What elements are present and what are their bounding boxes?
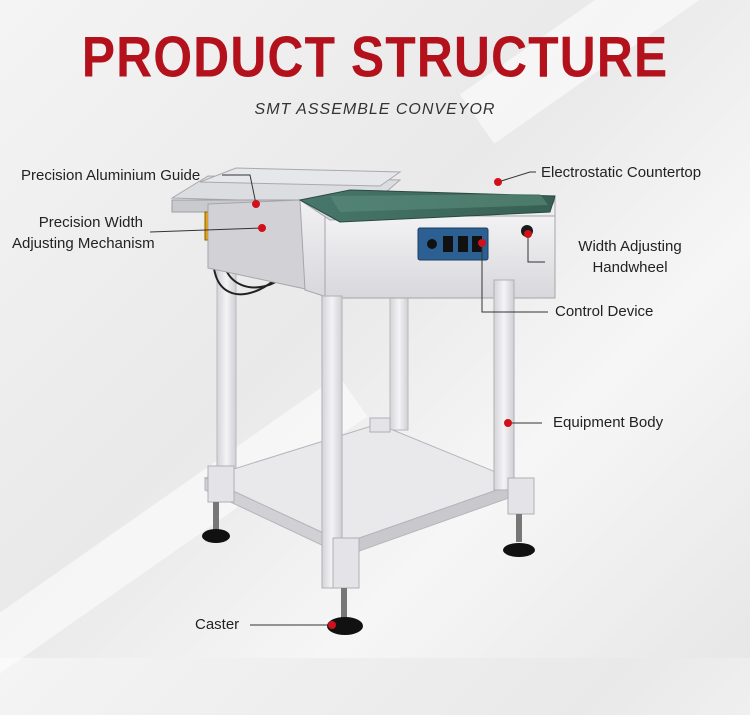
label-width-mechanism-line1: Precision Width — [38, 214, 143, 231]
label-aluminium-guide: Precision Aluminium Guide — [21, 167, 201, 184]
label-handwheel-line1: Width Adjusting — [578, 238, 682, 255]
marker-dot — [478, 239, 486, 247]
marker-dot — [252, 200, 260, 208]
marker-dot — [504, 419, 512, 427]
label-equipment-body: Equipment Body — [553, 414, 664, 431]
label-width-mechanism-line2: Adjusting Mechanism — [12, 235, 155, 252]
marker-dot — [494, 178, 502, 186]
marker-dot — [328, 621, 336, 629]
page-title: PRODUCT STRUCTURE — [81, 24, 669, 90]
conveyor-illustration — [149, 167, 556, 635]
page-subtitle: SMT ASSEMBLE CONVEYOR — [254, 101, 496, 118]
label-handwheel: Width Adjusting Handwheel — [560, 236, 700, 278]
marker-dot — [524, 230, 532, 238]
label-countertop: Electrostatic Countertop — [541, 164, 702, 181]
marker-dot — [258, 224, 266, 232]
label-handwheel-line2: Handwheel — [592, 259, 668, 276]
label-width-mechanism: Precision Width — [0, 212, 143, 233]
label-caster: Caster — [195, 616, 240, 633]
label-control-device: Control Device — [555, 303, 654, 320]
